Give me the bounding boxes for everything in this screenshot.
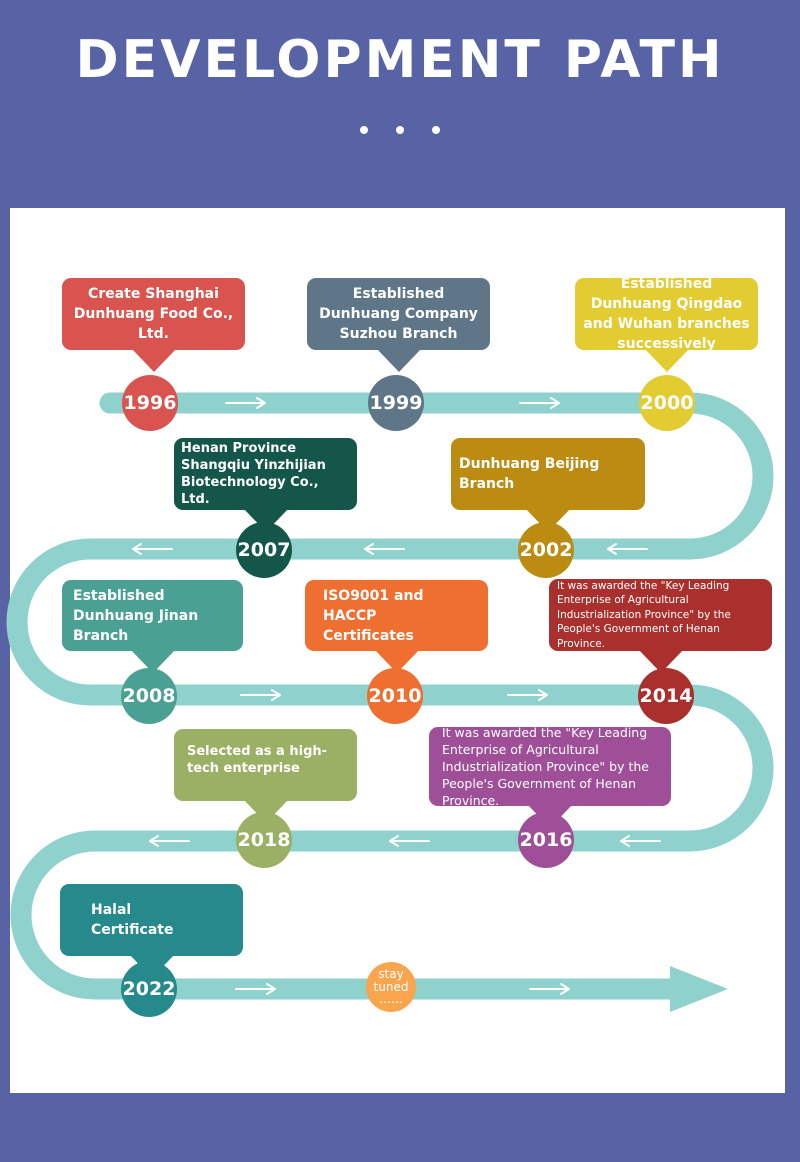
milestone-bubble-2016: It was awarded the "Key Leading Enterpri… [429,725,671,808]
milestone-bubble-1996: Create Shanghai Dunhuang Food Co., Ltd. [62,278,245,350]
stay-tuned-line3: …… [379,992,403,1007]
year-circle-2010: 2010 [367,668,423,724]
arrow-right-icon [240,689,281,701]
milestone-bubble-1999: Established Dunhuang Company Suzhou Bran… [307,278,490,350]
year-circle-1996: 1996 [122,375,178,431]
milestone-bubble-2002: Dunhuang Beijing Branch [451,438,645,510]
stay-tuned-circle: stay tuned …… [366,962,416,1012]
year-circle-2022: 2022 [121,961,177,1017]
milestone-bubble-2000: Established Dunhuang Qingdao and Wuhan b… [575,276,758,352]
stay-tuned-line1: stay [378,967,404,982]
arrow-left-icon [389,835,430,847]
milestone-bubble-2018: Selected as a high-tech enterprise [174,729,357,801]
year-circle-2018: 2018 [236,812,292,868]
year-circle-1999: 1999 [368,375,424,431]
arrow-right-icon [235,983,276,995]
year-circle-2008: 2008 [121,668,177,724]
arrow-right-icon [529,983,570,995]
stay-tuned-line2: tuned [373,979,409,994]
title-dots [0,126,800,134]
year-circle-2000: 2000 [639,375,695,431]
arrow-left-icon [364,543,405,555]
arrow-left-icon [620,835,661,847]
milestone-bubble-2022: Halal Certificate [60,884,243,956]
milestone-bubble-2007: Henan Province Shangqiu Yinzhijian Biote… [174,438,357,510]
year-circle-2002: 2002 [518,522,574,578]
arrow-right-icon [507,689,548,701]
arrow-left-icon [149,835,190,847]
year-circle-2014: 2014 [638,668,694,724]
milestone-bubble-2010: ISO9001 and HACCP Certificates [305,580,488,651]
year-circle-2016: 2016 [518,812,574,868]
arrow-right-icon [225,397,266,409]
arrow-right-icon [519,397,560,409]
milestone-bubble-2014: It was awarded the "Key Leading Enterpri… [549,579,772,651]
road-arrowhead [670,966,728,1012]
arrow-left-icon [132,543,173,555]
year-circle-2007: 2007 [236,522,292,578]
page-title: DEVELOPMENT PATH [75,30,725,90]
milestone-bubble-2008: Established Dunhuang Jinan Branch [62,580,243,651]
arrow-left-icon [607,543,648,555]
